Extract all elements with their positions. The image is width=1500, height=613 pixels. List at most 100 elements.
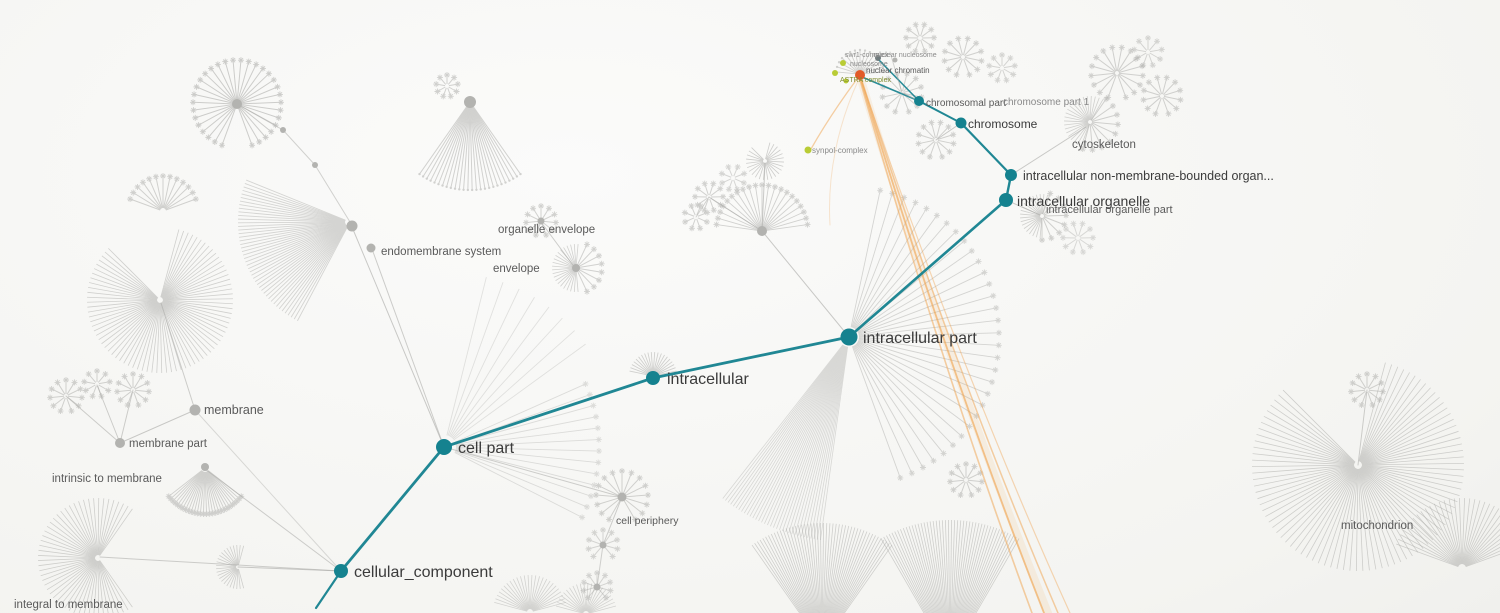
leaf-burst-icon (192, 196, 199, 203)
node-umbrella-cluster[interactable] (464, 96, 476, 108)
leaf-burst-icon (82, 387, 89, 394)
leaf-burst-icon (167, 495, 174, 502)
node-burst-a[interactable] (280, 127, 286, 133)
node-nucleosome[interactable] (875, 55, 881, 61)
leaf-burst-icon (160, 173, 166, 179)
leaf-burst-icon (609, 469, 616, 476)
node-lime-node-b[interactable] (832, 70, 838, 76)
edge (351, 226, 445, 448)
node-astra-complex[interactable] (843, 78, 849, 84)
node-chromosomal-part[interactable] (914, 96, 924, 106)
leaf-burst-icon (591, 529, 598, 536)
leaf-burst-icon (146, 175, 153, 182)
label-endomembrane-system: endomembrane system (381, 246, 501, 258)
leaf-dot-icon (844, 53, 847, 56)
edge (596, 544, 604, 588)
leaf-burst-icon (190, 107, 197, 114)
leaf-burst-icon (1106, 138, 1113, 145)
label-cellular-component: cellular_component (354, 564, 493, 581)
leaf-burst-icon (905, 108, 912, 115)
node-endomembrane-system[interactable] (366, 243, 376, 253)
leaf-burst-icon (585, 545, 592, 552)
leaf-burst-icon (710, 180, 717, 187)
leaf-burst-icon (193, 83, 200, 90)
leaf-burst-icon (994, 77, 1001, 84)
cluster-fan (941, 35, 985, 78)
leaf-burst-icon (1122, 94, 1129, 101)
node-intracellular-part[interactable] (840, 328, 858, 346)
cluster-fan (237, 179, 349, 322)
leaf-burst-icon (230, 57, 237, 64)
leaf-burst-icon (85, 371, 92, 378)
node-organelle-fan[interactable] (757, 226, 767, 236)
leaf-burst-icon (995, 342, 1002, 349)
node-organelle-cluster[interactable] (346, 220, 358, 232)
cluster-fan (446, 277, 586, 441)
leaf-burst-icon (256, 138, 263, 145)
leaf-burst-icon (595, 459, 602, 466)
node-intracellular-non-membrane-bounded-organelle[interactable] (1005, 169, 1017, 181)
leaf-burst-icon (78, 394, 85, 401)
leaf-burst-icon (197, 76, 204, 83)
leaf-burst-icon (1163, 74, 1170, 81)
node-membrane-part[interactable] (115, 438, 125, 448)
leaf-burst-icon (990, 292, 997, 299)
leaf-burst-icon (1376, 396, 1383, 403)
leaf-burst-icon (1088, 63, 1095, 70)
node-chromosome[interactable] (955, 117, 967, 129)
edge (194, 409, 342, 572)
leaf-burst-icon (952, 228, 959, 235)
node-cell-periphery[interactable] (617, 492, 627, 502)
leaf-burst-icon (994, 354, 1001, 361)
leaf-burst-icon (999, 52, 1005, 58)
leaf-burst-icon (948, 469, 955, 476)
leaf-burst-icon (877, 187, 884, 194)
leaf-burst-icon (1062, 243, 1069, 250)
node-topleft-cluster[interactable] (232, 99, 242, 109)
leaf-burst-icon (1056, 229, 1063, 236)
cluster-fan (1060, 220, 1096, 256)
node-organelle-envelope[interactable] (537, 217, 545, 225)
leaf-burst-icon (1369, 402, 1376, 409)
label-intracellular-organelle: intracellular organelle (1017, 193, 1150, 209)
leaf-burst-icon (188, 508, 195, 515)
node-chromatin[interactable] (855, 70, 865, 80)
node-membrane[interactable] (189, 404, 201, 416)
leaf-burst-icon (986, 62, 993, 69)
node-intrinsic-to-membrane[interactable] (201, 463, 209, 471)
node-envelope[interactable] (572, 264, 580, 272)
leaf-burst-icon (185, 183, 192, 190)
leaf-burst-icon (703, 218, 710, 225)
leaf-burst-icon (1109, 102, 1116, 109)
node-sub-cluster-a[interactable] (599, 541, 607, 549)
leaf-burst-icon (602, 572, 609, 579)
leaf-burst-icon (941, 48, 948, 55)
node-intracellular-organelle[interactable] (999, 193, 1013, 207)
leaf-dot-icon (519, 172, 522, 176)
edge (371, 248, 445, 448)
leaf-dot-icon (458, 188, 461, 191)
leaf-burst-icon (199, 128, 206, 135)
leaf-burst-icon (194, 510, 201, 517)
cluster-fan (986, 52, 1018, 84)
leaf-burst-icon (538, 203, 544, 209)
leaf-burst-icon (639, 510, 646, 517)
node-sub-cluster-b[interactable] (593, 583, 601, 591)
label-mitochondrion: mitochondrion (1341, 520, 1413, 532)
node-lime-node-a[interactable] (840, 60, 846, 66)
node-nuclear-nucleosome[interactable] (892, 57, 898, 63)
leaf-burst-icon (883, 103, 890, 110)
node-cell-part[interactable] (436, 439, 452, 455)
leaf-burst-icon (928, 119, 935, 126)
node-synpol-complex[interactable] (804, 146, 812, 154)
leaf-burst-icon (893, 70, 900, 77)
node-intracellular[interactable] (646, 371, 660, 385)
node-burst-b[interactable] (312, 162, 318, 168)
node-cellular-component[interactable] (334, 564, 348, 578)
edge (119, 389, 134, 444)
leaf-burst-icon (915, 140, 922, 147)
leaf-burst-icon (974, 66, 981, 73)
leaf-dot-icon (421, 175, 425, 178)
leaf-burst-icon (249, 142, 256, 149)
